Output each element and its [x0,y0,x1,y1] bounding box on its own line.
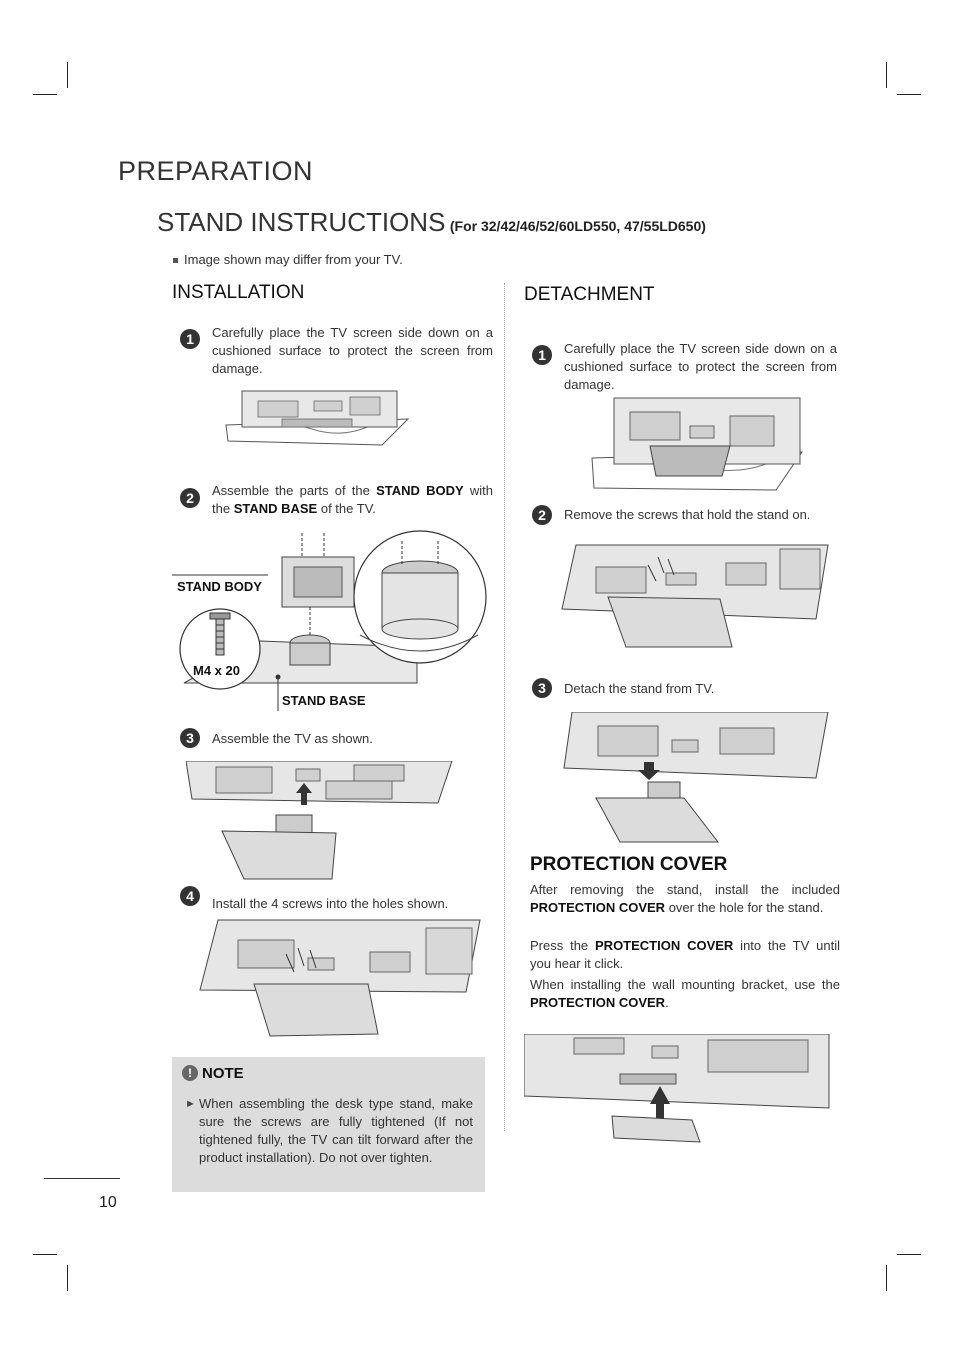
text-run: over the hole for the stand. [665,900,823,915]
step-number: 4 [180,886,200,906]
crop-mark [886,62,887,88]
note-title: NOTE [202,1065,244,1082]
detach-face-down-figure [590,396,804,492]
section-title: PREPARATION [118,156,313,187]
model-list: (For 32/42/46/52/60LD550, 47/55LD650) [450,218,706,234]
step-number: 1 [532,345,552,365]
exclamation-icon: ! [182,1065,198,1081]
install-step4-text: Install the 4 screws into the holes show… [212,895,493,913]
note-box: !NOTE ► When assembling the desk type st… [172,1057,485,1192]
column-divider [504,283,505,1131]
stand-base-term: STAND BASE [234,501,318,516]
detach-step2-text: Remove the screws that hold the stand on… [564,506,842,524]
disclaimer: Image shown may differ from your TV. [173,252,403,267]
text-run: Press the [530,938,595,953]
step-number: 3 [532,678,552,698]
text-run: After removing the stand, install the in… [530,882,840,897]
stand-base-label: STAND BASE [282,693,366,708]
crop-mark [67,1265,68,1291]
install-step1-text: Carefully place the TV screen side down … [212,324,493,378]
page-title: STAND INSTRUCTIONS (For 32/42/46/52/60LD… [157,207,706,238]
note-text: When assembling the desk type stand, mak… [199,1095,473,1167]
assemble-tv-figure [186,761,454,881]
protection-cover-term: PROTECTION COVER [595,938,733,953]
detach-step3-text: Detach the stand from TV. [564,680,842,698]
crop-mark [33,1254,57,1255]
installation-heading: INSTALLATION [172,282,304,304]
bullet-icon [173,258,178,263]
detachment-heading: DETACHMENT [524,284,655,306]
crop-mark [897,94,921,95]
protection-paragraph-3: When installing the wall mounting bracke… [530,976,840,1012]
text-run: Assemble the parts of the [212,483,376,498]
text-run: When installing the wall mounting bracke… [530,977,840,992]
footer-rule [44,1178,120,1179]
stand-body-term: STAND BODY [376,483,464,498]
crop-mark [67,62,68,88]
protection-heading: PROTECTION COVER [530,854,727,876]
detach-stand-figure [562,712,830,844]
protection-cover-term: PROTECTION COVER [530,900,665,915]
screw-size-label: M4 x 20 [193,663,240,678]
text-run: of the TV. [317,501,376,516]
disclaimer-text: Image shown may differ from your TV. [184,252,403,267]
step-number: 2 [532,505,552,525]
install-step2-text: Assemble the parts of the STAND BODY wit… [212,482,493,518]
note-heading: !NOTE [182,1065,244,1082]
page-number: 10 [99,1194,117,1212]
crop-mark [886,1265,887,1291]
protection-cover-figure [524,1034,830,1144]
step-number: 1 [180,329,200,349]
note-arrow-icon: ► [185,1098,196,1110]
protection-cover-term: PROTECTION COVER [530,995,665,1010]
protection-paragraph-1: After removing the stand, install the in… [530,881,840,917]
remove-screws-figure [560,543,830,649]
install-screws-figure [198,918,482,1038]
protection-paragraph-2: Press the PROTECTION COVER into the TV u… [530,937,840,973]
step-number: 3 [180,728,200,748]
text-run: . [665,995,669,1010]
stand-assembly-figure [172,525,492,713]
crop-mark [897,1254,921,1255]
stand-title: STAND INSTRUCTIONS [157,207,445,237]
detach-step1-text: Carefully place the TV screen side down … [564,340,837,394]
tv-face-down-figure [222,389,410,447]
install-step3-text: Assemble the TV as shown. [212,730,493,748]
stand-body-label: STAND BODY [177,579,262,594]
crop-mark [33,94,57,95]
step-number: 2 [180,488,200,508]
